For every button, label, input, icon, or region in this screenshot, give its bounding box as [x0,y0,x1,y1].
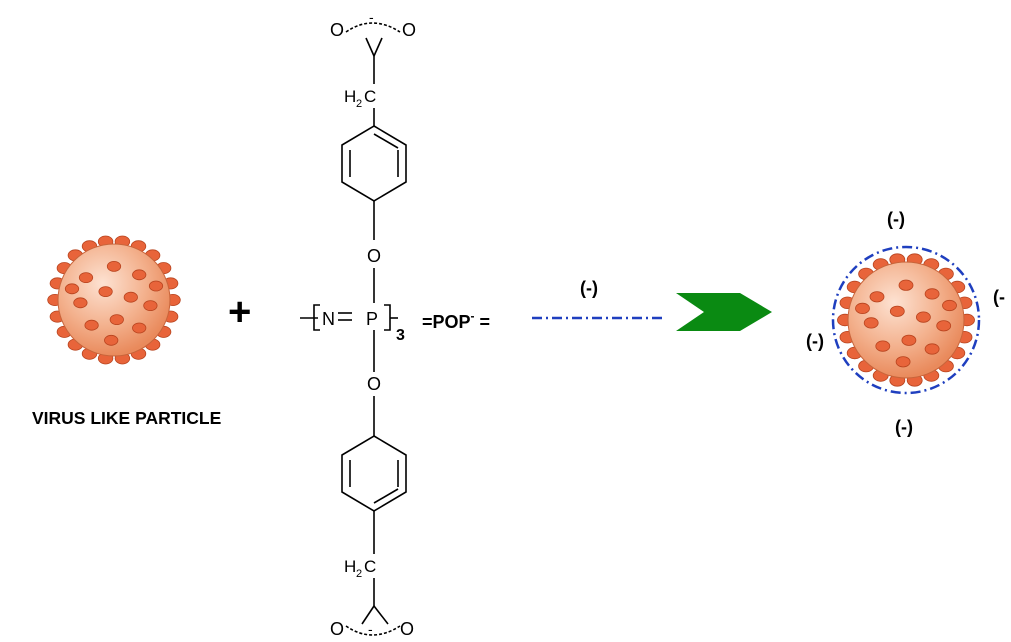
virus-spot [64,283,80,295]
virus-spot [84,319,99,331]
virus-spot [855,302,870,314]
virus-spot [132,322,147,334]
atom-o-upper: O [367,246,381,266]
polymer-structure [300,22,407,636]
atom-n: N [322,309,335,329]
reaction-arrow [676,293,772,331]
coated-virus-particle-image [837,253,975,387]
atom-o-bottom-right: O [400,619,414,637]
charge-coating-left: (-) [806,331,824,351]
virus-spot [863,317,879,329]
atom-o-top-left: O [330,20,344,40]
atom-o-lower: O [367,374,381,394]
ch2-bottom-h: H [344,557,356,576]
ch2-top-c: C [364,87,376,106]
virus-spot [869,291,885,303]
virus-spot [924,288,940,300]
virus-spot [942,299,957,312]
ch2-bottom-c: C [364,557,376,576]
pop-label: =POP- = [422,309,490,332]
virus-particle-image [47,235,181,365]
charge-top-carboxylate: - [369,9,374,25]
ch2-bottom-sub: 2 [356,568,362,580]
virus-spot [924,343,940,355]
atom-o-top-right: O [402,20,416,40]
ch2-top-sub: 2 [356,98,362,110]
charge-coating-top: (-) [887,209,905,229]
virus-spot [73,297,88,309]
virus-spot [98,286,113,298]
virus-spot [916,311,931,323]
charge-coating-right: (- [993,287,1005,307]
atom-o-bottom-left: O [330,619,344,637]
virus-spot [143,300,158,312]
virus-spot [104,334,119,346]
virus-spot [78,272,94,284]
virus-spot [132,269,147,281]
charge-on-line: (-) [580,278,598,298]
virus-spot [901,334,917,346]
virus-spot [106,260,122,272]
virus-caption: VIRUS LIKE PARTICLE [32,408,221,428]
atom-p: P [366,309,378,329]
charge-bottom-carboxylate: - [368,621,373,637]
ch2-top-h: H [344,87,356,106]
charge-coating-bottom: (-) [895,417,913,437]
virus-spot [123,291,138,303]
virus-spot [109,314,124,326]
virus-spot [898,279,914,291]
virus-spot [875,340,891,352]
virus-spot [936,320,952,332]
virus-spot [148,280,164,292]
virus-spot [895,356,911,368]
virus-spot [889,305,905,317]
repeat-subscript: 3 [396,327,405,344]
plus-sign: + [228,290,251,334]
polymer-coating-circle [831,245,981,395]
